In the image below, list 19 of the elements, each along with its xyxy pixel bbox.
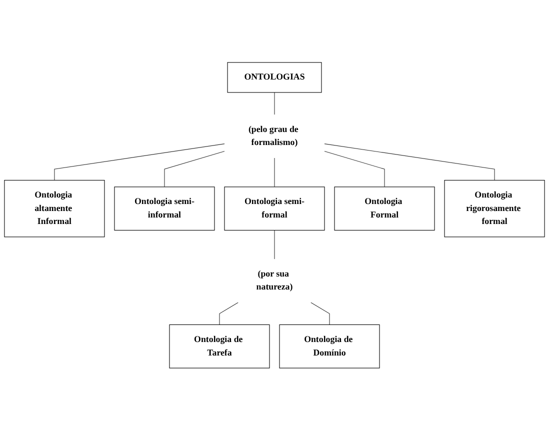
connector [324, 151, 385, 188]
node-box: Ontologia altamente Informal [4, 180, 105, 238]
connector [274, 92, 275, 116]
node-text: (por sua natureza) [256, 269, 293, 292]
connector [324, 144, 495, 181]
connector [164, 151, 225, 188]
node-box: Ontologia de Tarefa [169, 324, 270, 369]
node-box: Ontologia semi-informal [114, 186, 215, 231]
node-box: Ontologia Formal [334, 186, 435, 231]
connector [54, 144, 225, 181]
connector [274, 230, 275, 260]
node-text: (pelo grau de formalismo) [248, 124, 298, 148]
connector [274, 158, 275, 188]
node-box: Ontologia rigorosamente formal [444, 180, 545, 238]
node-box: Ontologia semi-formal [224, 186, 325, 231]
connector [310, 302, 330, 326]
connector [219, 302, 238, 326]
node-box: Ontologia de Domínio [279, 324, 380, 369]
node-box: ONTOLOGIAS [227, 62, 322, 93]
